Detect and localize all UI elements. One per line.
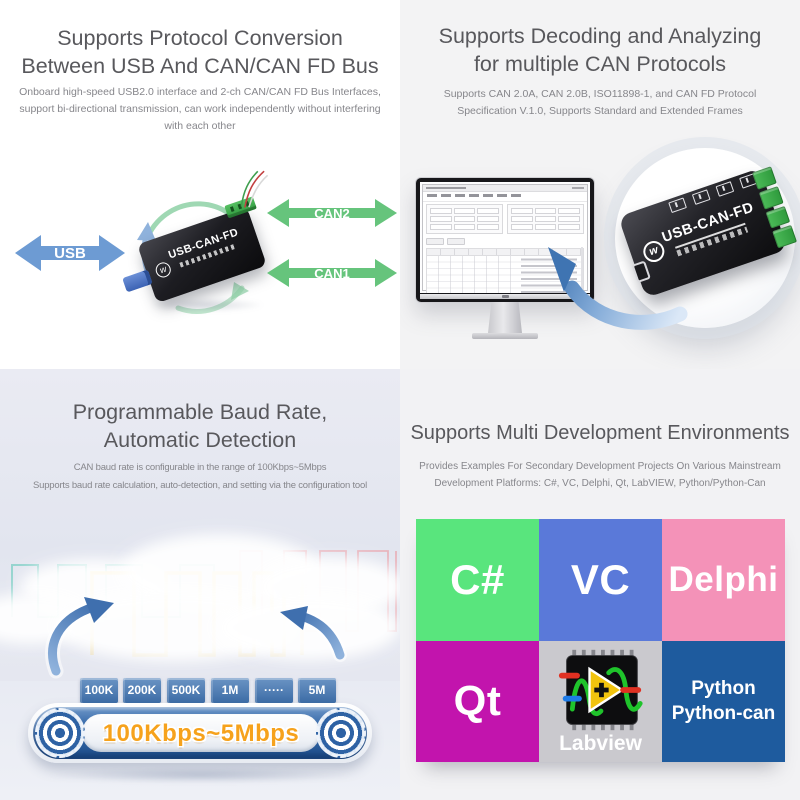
panel-title: Supports Decoding and Analyzing for mult… [400,22,800,78]
tile-qt: Qt [416,640,539,762]
channel0-panel [426,204,503,234]
usb-can-fd-device: USB-CAN-FD w [122,170,269,304]
baud-block-dots: ····· [255,678,293,703]
monitor-stand-base [472,333,538,339]
title-line: Programmable Baud Rate, [72,400,328,424]
tile-python: Python Python-can [662,640,785,762]
device-shadow [150,298,265,312]
monitor-stand [488,302,522,333]
baud-range-label: 100Kbps~5Mbps [102,720,300,747]
labview-label: Labview [559,732,642,756]
baud-block: 100K [80,678,118,703]
conveyor-reflection [45,767,355,783]
cloud [215,595,400,660]
baud-block: 500K [167,678,205,703]
toolbar-buttons [423,236,587,247]
monitor-logo [502,295,509,298]
panel-description: Supports CAN 2.0A, CAN 2.0B, ISO11898-1,… [443,88,757,117]
svg-text:CAN2: CAN2 [314,206,349,221]
platform-tile-grid: C# VC Delphi Qt [416,519,785,762]
conveyor-belt [82,714,320,752]
panel-title: Programmable Baud Rate, Automatic Detect… [0,398,400,454]
svg-text:USB: USB [54,245,86,262]
title-line: Between USB And CAN/CAN FD Bus [21,54,379,78]
up-arrows [45,597,347,679]
tile-delphi: Delphi [662,519,785,641]
gear-icon [316,708,366,758]
window-menubar [423,192,587,202]
title-line: Automatic Detection [103,428,297,452]
baud-block: 1M [211,678,249,703]
terminal-wires [240,170,269,208]
python-label: Python [691,678,756,700]
window-titlebar [423,185,587,192]
panel-baud-rate: Programmable Baud Rate, Automatic Detect… [0,369,400,800]
baud-block: 5M [298,678,336,703]
scrollbar [581,247,583,289]
panel-title: Supports Multi Development Environments [410,422,790,444]
panel-description: Onboard high-speed USB2.0 interface and … [19,86,381,132]
panel-protocol-conversion: Supports Protocol Conversion Between USB… [0,0,400,369]
curved-arrow-icon [548,247,688,330]
panel-decoding: Supports Decoding and Analyzing for mult… [400,0,800,369]
baud-block: 200K [123,678,161,703]
panel-description: Provides Examples For Secondary Developm… [419,461,781,489]
tile-csharp: C# [416,519,539,641]
usb-arrow: USB [15,235,125,271]
channel-config-panels [423,202,587,236]
python-can-label: Python-can [671,703,776,725]
title-line: Supports Protocol Conversion [57,26,343,50]
labview-icon [558,650,643,731]
tile-vc: VC [539,519,662,641]
title-line: for multiple CAN Protocols [473,52,727,76]
panel-title: Supports Protocol Conversion Between USB… [0,24,400,80]
tile-labview: Labview [539,640,662,762]
svg-text:CAN1: CAN1 [314,266,349,281]
panel-dev-environments: Supports Multi Development Environments … [400,369,800,800]
panel-description: CAN baud rate is configurable in the ran… [32,462,367,491]
title-line: Supports Decoding and Analyzing [438,24,762,48]
channel1-panel [507,204,584,234]
monitor-chin [420,294,590,299]
can2-arrow: CAN2 [267,199,397,227]
gear-icon [35,708,85,758]
can1-arrow: CAN1 [267,259,397,287]
frame-table-header [426,248,584,255]
